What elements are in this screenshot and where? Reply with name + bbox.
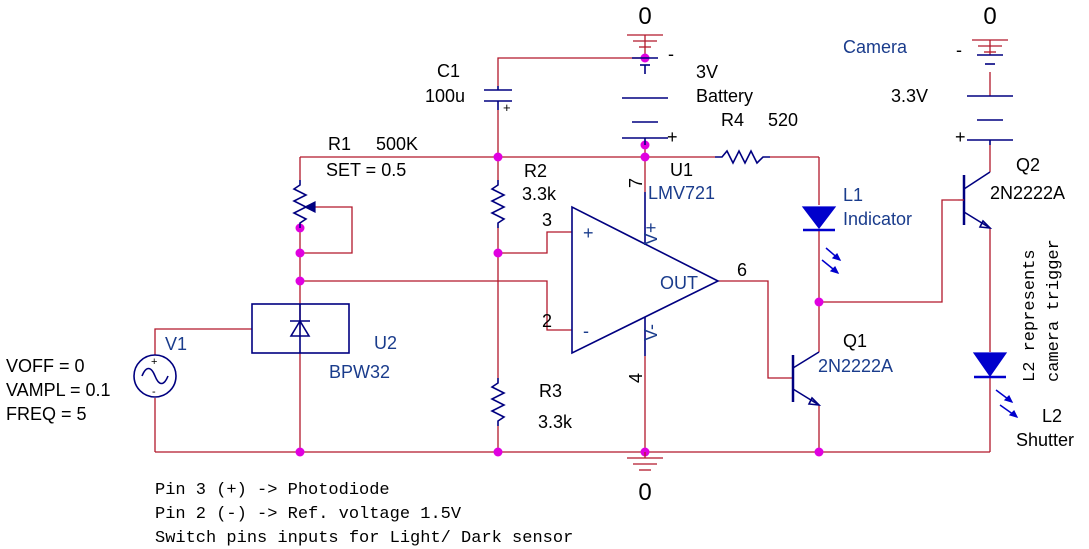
battery-name: Battery [696,86,753,106]
l2-ref: L2 [1042,406,1062,426]
pin-4-label: 4 [626,373,646,383]
pin-2-label: 2 [542,311,552,331]
note-line-3: Switch pins inputs for Light/ Dark senso… [155,529,573,548]
u1-vminus: V- [641,324,661,341]
u1-part: LMV721 [648,183,715,203]
r4-value: 520 [768,110,798,130]
v1-ref: V1 [165,334,187,354]
note-line-2: Pin 2 (-) -> Ref. voltage 1.5V [155,505,462,524]
transistor-q1 [791,351,822,407]
capacitor-c1 [484,86,512,110]
r1-value: 500K [376,134,418,154]
c1-value: 100u [425,86,465,106]
u2-ref: U2 [374,333,397,353]
voltage-source-v1: + - [133,354,177,398]
r3-ref: R3 [539,381,562,401]
transistor-q2 [958,171,993,230]
v1-voff: VOFF = 0 [6,356,85,376]
pin-7-label: 7 [626,178,646,188]
led-l1 [801,206,842,274]
ground-label-camera: 0 [983,3,996,30]
pin-3-label: 3 [542,210,552,230]
q2-part: 2N2222A [990,183,1065,203]
photodiode-u2 [251,303,350,354]
r1-ref: R1 [328,134,351,154]
ground-label-bottom: 0 [638,479,651,506]
l1-name: Indicator [843,209,912,229]
battery-camera [967,54,1013,145]
r2-ref: R2 [524,161,547,181]
note-line-1: Pin 3 (+) -> Photodiode [155,481,390,500]
resistor-r4 [715,149,770,165]
battery-plus: + [667,127,678,147]
camera-title: Camera [843,37,908,57]
r4-ref: R4 [721,110,744,130]
camera-minus: - [956,40,962,60]
l1-ref: L1 [843,185,863,205]
l2-note-line1: L2 represents [1021,249,1040,382]
svg-text:+: + [151,356,157,368]
resistor-r2 [490,180,506,228]
u1-ref: U1 [670,160,693,180]
camera-plus: + [955,127,966,147]
ground-bottom [627,452,663,471]
led-l2 [972,352,1019,418]
opamp-u1 [571,192,720,356]
ground-top-camera [972,39,1008,53]
q1-part: 2N2222A [818,356,893,376]
l2-name: Shutter [1016,430,1074,450]
u1-in-minus: - [583,321,589,341]
v1-freq: FREQ = 5 [6,404,87,424]
q1-ref: Q1 [843,331,867,351]
c1-ref: C1 [437,61,460,81]
q2-ref: Q2 [1016,155,1040,175]
battery-value: 3V [696,62,718,82]
battery-3v [622,57,668,145]
v1-vampl: VAMPL = 0.1 [6,380,111,400]
resistor-r3 [490,378,506,426]
u1-in-plus: + [583,223,594,243]
svg-text:-: - [152,386,156,398]
u2-part: BPW32 [329,362,390,382]
c1-plus: + [503,100,511,115]
u1-out-label: OUT [660,273,698,293]
battery-minus: - [668,44,674,64]
ground-label-battery: 0 [638,3,651,30]
pin-6-label: 6 [737,260,747,280]
r3-value: 3.3k [538,412,573,432]
r2-value: 3.3k [522,184,557,204]
camera-value: 3.3V [891,86,928,106]
ground-top-battery [627,34,663,48]
wires [154,35,991,453]
r1-set: SET = 0.5 [326,160,406,180]
u1-vplus: V+ [641,222,661,245]
potentiometer-r1 [292,180,316,228]
l2-note-line2: camera trigger [1045,239,1064,382]
